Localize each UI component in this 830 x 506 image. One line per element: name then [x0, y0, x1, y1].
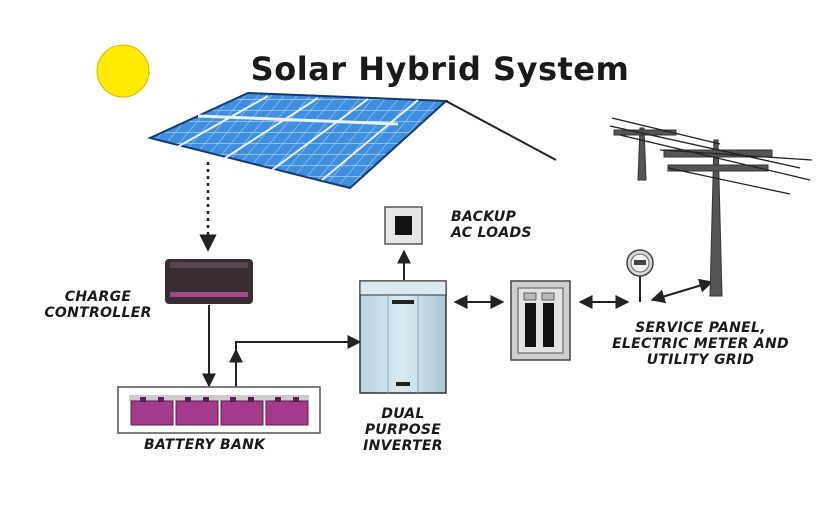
- service-panel-icon: [510, 280, 571, 361]
- page-title: Solar Hybrid System: [250, 50, 630, 88]
- battery-bank-icon: [117, 386, 321, 434]
- label-backup-loads: BACKUP AC LOADS: [451, 209, 532, 241]
- label-inverter: DUAL PURPOSE INVERTER: [363, 406, 443, 454]
- label-battery-bank: BATTERY BANK: [144, 437, 266, 453]
- inverter-icon: [359, 280, 447, 394]
- backup-loads-icon: [384, 206, 423, 245]
- electric-meter-icon: [626, 249, 654, 302]
- solar-panel-icon: [146, 91, 557, 190]
- utility-pole-icon: [609, 117, 813, 297]
- charge-controller-icon: [165, 259, 253, 304]
- sun-icon: [96, 44, 150, 98]
- label-service-panel: SERVICE PANEL, ELECTRIC METER AND UTILIT…: [612, 320, 789, 368]
- label-charge-controller: CHARGE CONTROLLER: [44, 289, 152, 321]
